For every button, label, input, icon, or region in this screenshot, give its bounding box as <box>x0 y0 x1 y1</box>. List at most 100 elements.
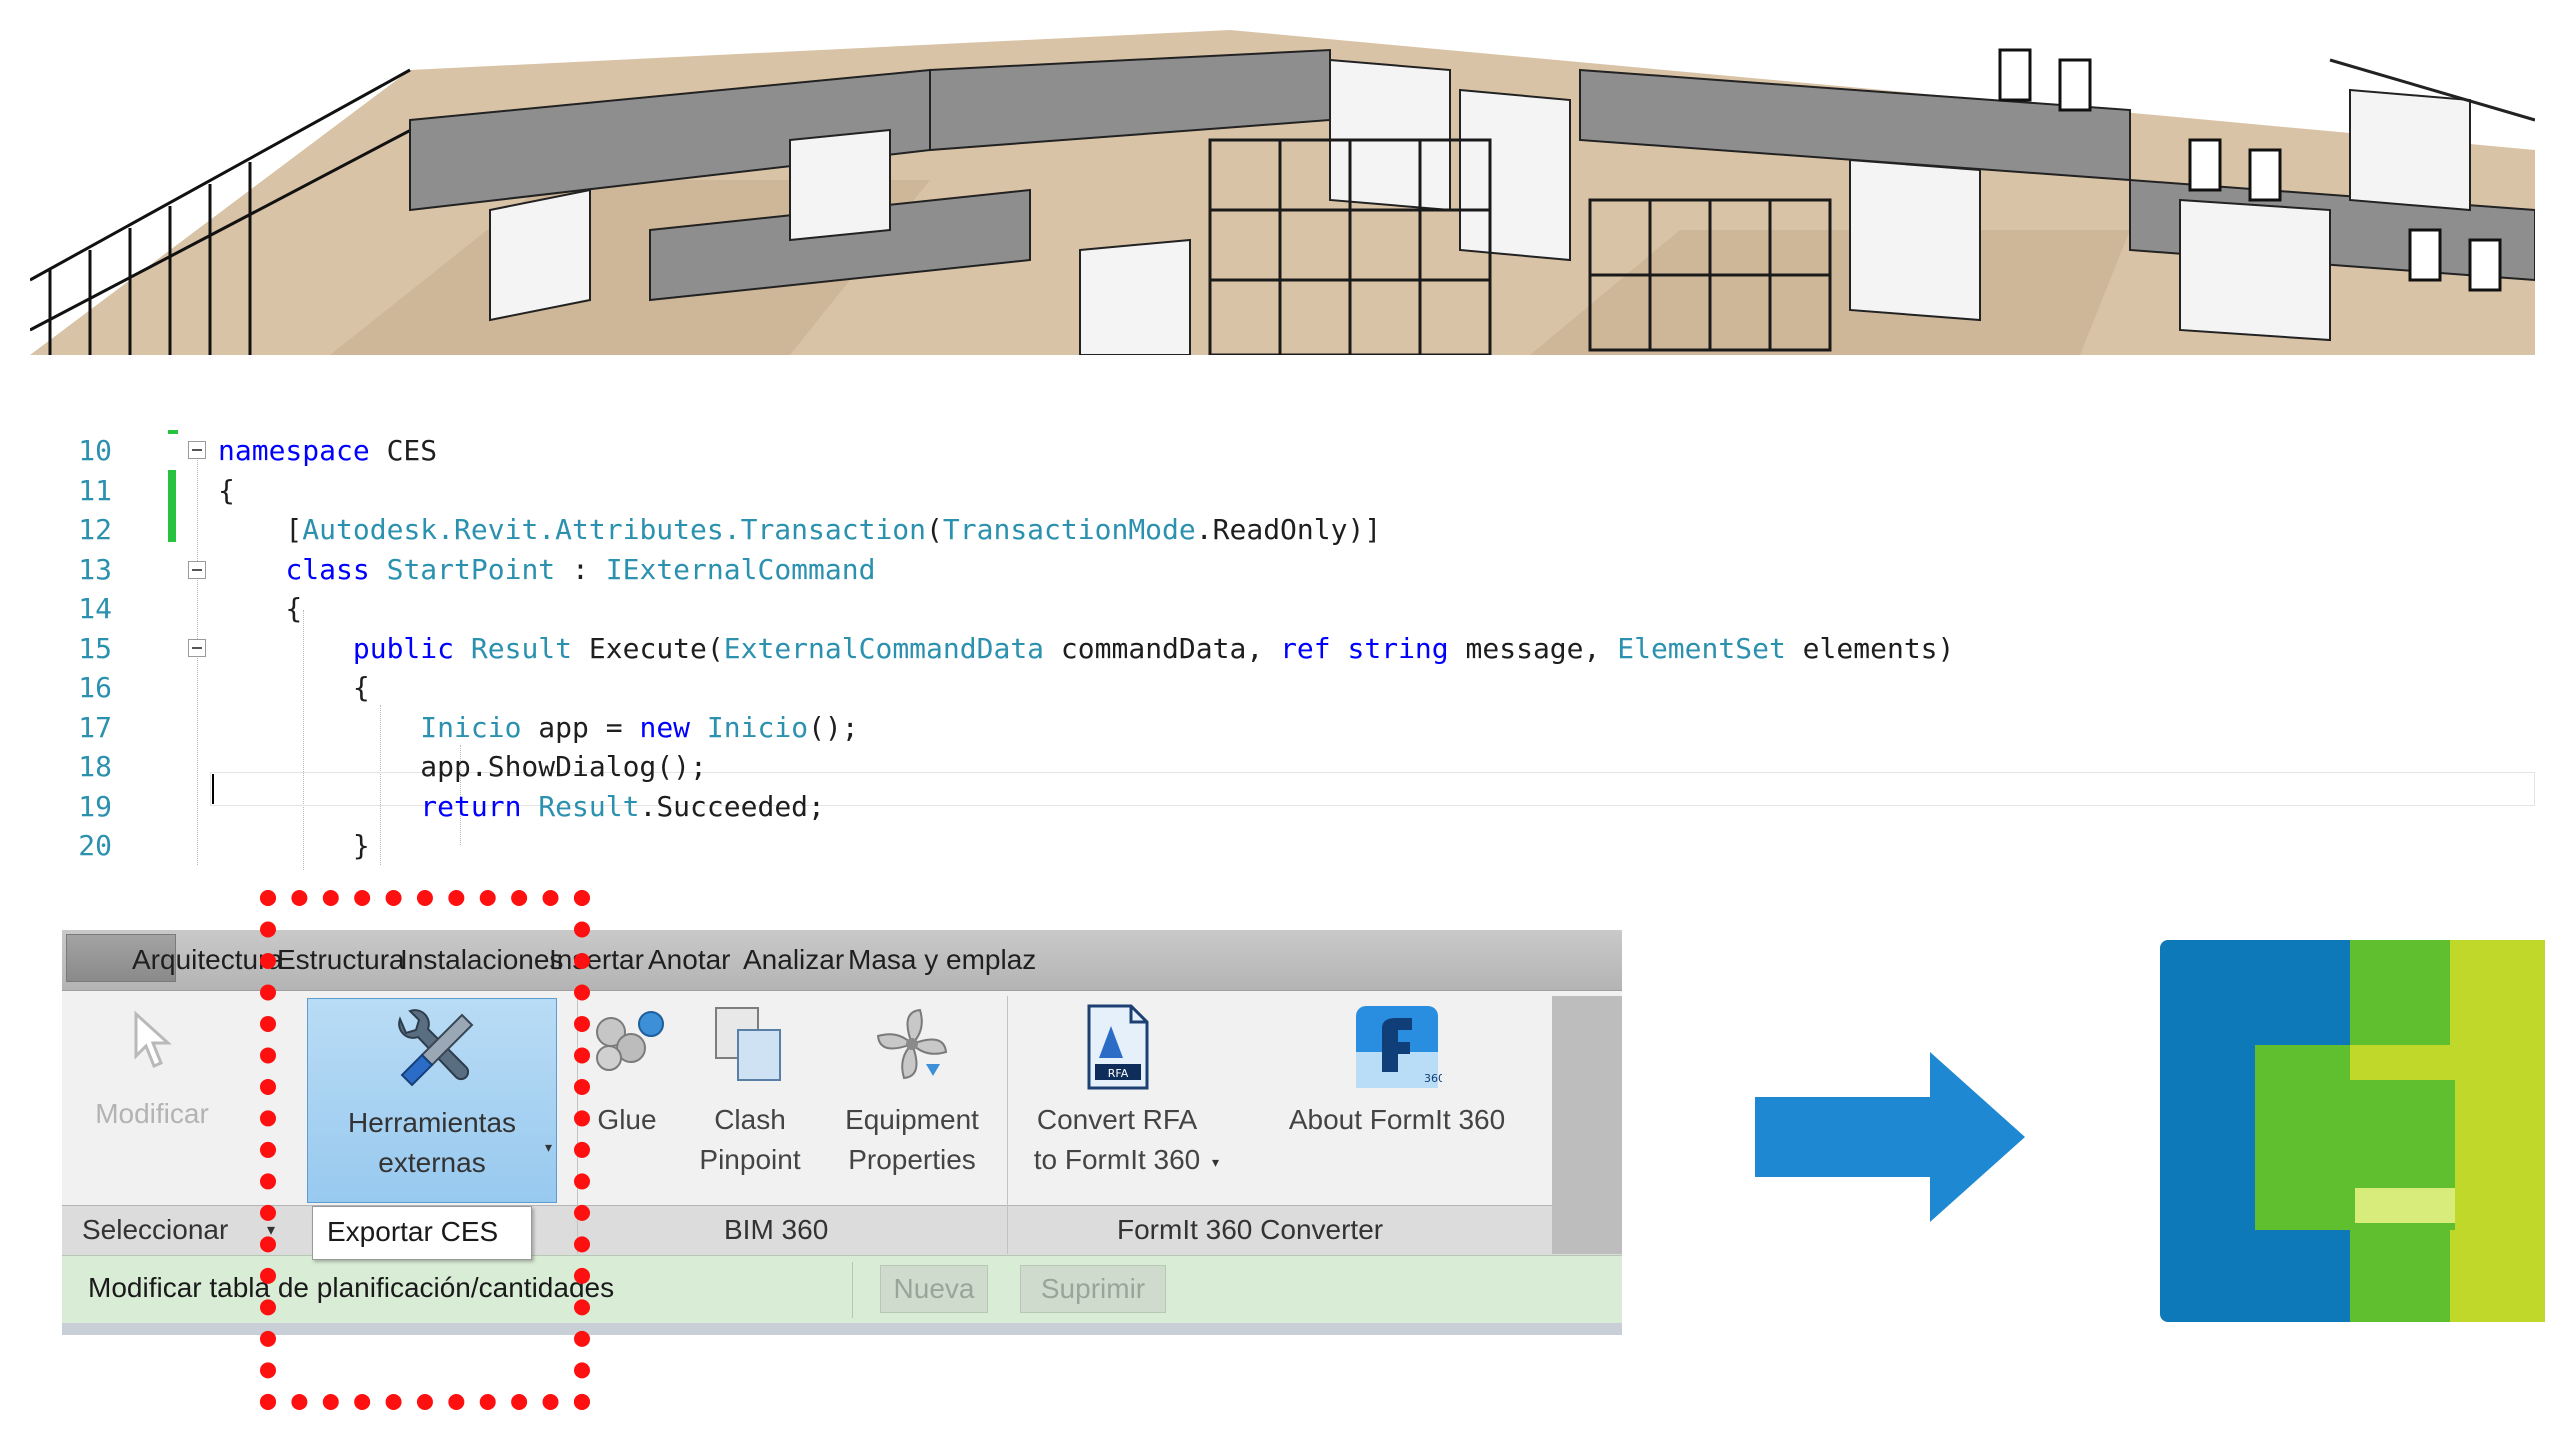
ribbon-tab[interactable]: Anotar <box>648 944 731 975</box>
about-formit-button[interactable]: 360 About FormIt 360 <box>1262 1002 1532 1140</box>
line-number: 11 <box>78 473 112 507</box>
nueva-button[interactable]: Nueva <box>880 1265 988 1313</box>
svg-text:360: 360 <box>1424 1072 1442 1085</box>
code-text: app = <box>521 710 640 744</box>
right-arrow-icon <box>1755 1052 2025 1222</box>
code-line: class StartPoint : IExternalCommand <box>218 553 875 586</box>
code-keyword: return <box>420 789 522 823</box>
code-text: { <box>218 671 370 704</box>
svg-text:RFA: RFA <box>1108 1067 1129 1080</box>
code-type: TransactionMode <box>942 513 1196 546</box>
code-line: namespace CES <box>218 434 437 467</box>
code-type: Result <box>538 789 640 823</box>
ces-logo <box>2160 940 2545 1322</box>
code-type: Autodesk.Revit.Attributes.Transaction <box>302 513 927 546</box>
dropdown-arrow-icon: ▾ <box>544 1139 552 1155</box>
herramientas-label-line1: Herramientas <box>347 1107 517 1138</box>
code-text <box>218 711 420 744</box>
highlight-box <box>260 890 590 1410</box>
modificar-button[interactable]: Modificar <box>82 1010 222 1134</box>
code-text: commandData, <box>1044 631 1281 665</box>
change-marker <box>168 430 178 434</box>
herramientas-externas-button[interactable]: Herramientas externas ▾ <box>307 998 557 1203</box>
contextual-bar: Modificar tabla de planificación/cantida… <box>62 1255 1622 1324</box>
contextual-separator <box>852 1262 853 1318</box>
indent-guide <box>460 745 461 845</box>
ribbon-tab[interactable]: Insertar <box>549 944 644 975</box>
clash-pinpoint-button[interactable]: Clash Pinpoint <box>680 1002 820 1180</box>
code-line: app.ShowDialog(); <box>218 750 707 783</box>
ribbon-scrollbar[interactable] <box>1552 996 1622 1254</box>
code-text: elements) <box>1785 631 1955 665</box>
code-keyword: namespace <box>218 434 370 467</box>
ribbon-tab[interactable]: Estructura <box>277 944 405 975</box>
current-line-highlight <box>210 772 2535 806</box>
code-text: CES <box>369 434 438 467</box>
building-3d-model-view <box>30 30 2535 355</box>
code-text: ( <box>926 513 943 546</box>
code-text <box>218 632 353 665</box>
formit-logo-icon: 360 <box>1356 1006 1442 1088</box>
ribbon-tab[interactable]: Analizar <box>743 944 845 975</box>
glue-cluster-icon <box>596 1011 664 1071</box>
dropdown-arrow-icon: ▾ <box>1211 1154 1219 1170</box>
ribbon-tab[interactable]: Masa y emplaz <box>848 944 1037 975</box>
fold-toggle-method[interactable] <box>188 639 206 657</box>
indent-guide <box>303 610 304 870</box>
line-number: 20 <box>78 829 112 862</box>
code-editor[interactable]: 10 namespace CES 11 {12 [Autodesk.Revit.Att… <box>60 430 2535 870</box>
cursor-arrow-icon <box>134 1010 172 1068</box>
exportar-ces-menu-item[interactable]: Exportar CES <box>327 1216 499 1247</box>
fold-toggle-class[interactable] <box>188 561 206 579</box>
code-keyword: ref <box>1280 631 1331 665</box>
code-text: .Succeeded; <box>639 789 825 823</box>
convert-rfa-button[interactable]: RFA Convert RFA to FormIt 360 ▾ <box>1017 1002 1219 1180</box>
code-type: Inicio <box>706 710 809 744</box>
code-text <box>690 711 707 744</box>
panel-separator <box>1007 996 1008 1254</box>
code-line: [Autodesk.Revit.Attributes.Transaction(T… <box>218 513 1381 546</box>
panel-label-formit: FormIt 360 Converter <box>1117 1214 1384 1245</box>
outline-guide <box>197 460 198 865</box>
code-text <box>454 632 471 665</box>
line-number: 10 <box>78 434 112 467</box>
panel-label-bim360: BIM 360 <box>724 1214 829 1245</box>
line-number: 19 <box>78 789 112 823</box>
line-number: 16 <box>78 671 112 704</box>
cursor-caret <box>212 774 214 804</box>
herramientas-dropdown-menu: Exportar CES <box>312 1206 532 1260</box>
code-type: ExternalCommandData <box>723 631 1045 665</box>
indent-guide <box>380 705 381 865</box>
ribbon-tab[interactable]: Instalaciones <box>400 944 564 975</box>
code-text <box>218 553 285 586</box>
line-number: 13 <box>78 552 112 586</box>
fan-equipment-icon <box>876 1008 948 1080</box>
code-keyword: public <box>352 631 455 665</box>
code-type: IExternalCommand <box>605 552 876 586</box>
code-line: { <box>218 592 302 625</box>
fold-toggle-namespace[interactable] <box>188 441 206 459</box>
code-text: } <box>218 829 370 862</box>
code-text <box>1331 632 1348 665</box>
code-type: StartPoint <box>386 552 556 586</box>
line-number: 17 <box>78 710 112 744</box>
equipment-properties-button[interactable]: Equipment Properties <box>827 1002 997 1180</box>
glue-button[interactable]: Glue <box>582 1002 672 1140</box>
code-line: } <box>218 829 370 862</box>
rfa-document-icon: RFA <box>1087 1004 1149 1090</box>
clash-overlap-icon <box>715 1007 781 1081</box>
file-tab[interactable] <box>66 934 176 982</box>
ribbon-tab[interactable]: Arquitectura <box>132 944 283 975</box>
herramientas-label-line2: externas <box>378 1147 486 1178</box>
tools-wrench-screwdriver-icon <box>398 1009 474 1087</box>
line-number: 15 <box>78 631 112 665</box>
code-text: { <box>218 473 235 507</box>
ribbon-bottom-edge <box>62 1323 1622 1335</box>
line-number: 14 <box>78 592 112 625</box>
change-marker <box>168 470 176 542</box>
line-number: 12 <box>78 513 112 546</box>
suprimir-button[interactable]: Suprimir <box>1020 1265 1166 1313</box>
code-text: .ReadOnly)] <box>1195 513 1382 546</box>
seleccionar-dropdown[interactable]: Seleccionar <box>82 1214 229 1245</box>
